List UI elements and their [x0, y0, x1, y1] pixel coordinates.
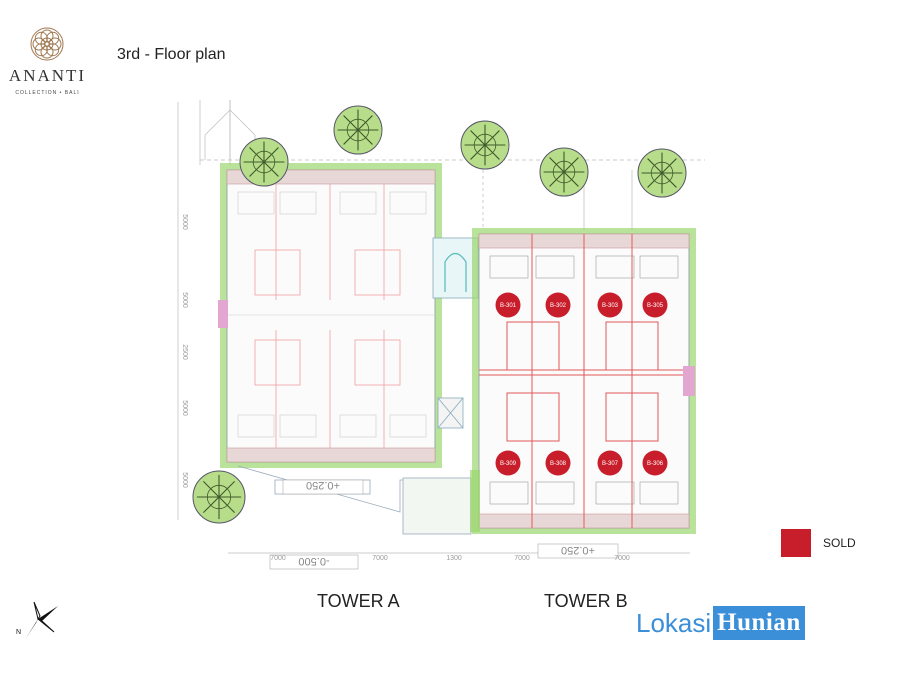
sold-unit-marker[interactable]: B-301 [495, 292, 521, 318]
brand-logo-icon [30, 27, 64, 61]
unit-label: B-303 [602, 303, 619, 309]
dimension-label: 1300 [446, 555, 462, 562]
dimension-label: 7000 [372, 555, 388, 562]
unit-label: B-302 [550, 303, 567, 309]
dimension-label: 7000 [514, 555, 530, 562]
unit-label: B-305 [647, 303, 664, 309]
brand-subtitle: COLLECTION • BALI [15, 90, 80, 96]
svg-text:N: N [16, 629, 21, 636]
dimension-label: 7000 [270, 555, 286, 562]
level-tag: +0.250 [561, 544, 595, 556]
tower-b-label: TOWER B [544, 591, 628, 611]
brand-name: ANANTI [8, 66, 87, 85]
unit-label: B-307 [602, 461, 619, 467]
tree-icon [192, 470, 246, 524]
compass-icon: N [16, 601, 58, 638]
dimension-label: 5000 [181, 400, 188, 416]
level-tag: +0.250 [306, 479, 340, 491]
level-tags [269, 479, 619, 570]
dimension-label: 5000 [181, 472, 188, 488]
dimension-label: 5000 [181, 292, 188, 308]
page-title: 3rd - Floor plan [117, 46, 226, 63]
tree-icon [333, 105, 383, 155]
sold-unit-marker[interactable]: B-306 [642, 450, 668, 476]
watermark: Lokasi Hunian [636, 606, 805, 640]
dimension-label: 2500 [181, 344, 188, 360]
sold-unit-marker[interactable]: B-308 [545, 450, 571, 476]
unit-label: B-301 [500, 303, 517, 309]
walkway [237, 465, 480, 535]
core-plan [432, 237, 479, 429]
watermark-part1: Lokasi [636, 608, 712, 638]
tower-b-plan [472, 228, 696, 534]
sold-unit-marker[interactable]: B-307 [597, 450, 623, 476]
sold-legend-label: SOLD [823, 536, 856, 550]
sold-unit-marker[interactable]: B-305 [642, 292, 668, 318]
watermark-part2: Hunian [713, 606, 805, 640]
unit-label: B-308 [550, 461, 567, 467]
dimension-label: 5000 [181, 214, 188, 230]
tower-a-label: TOWER A [317, 591, 400, 611]
tree-icon [239, 137, 289, 187]
tree-icon [637, 148, 687, 198]
sold-unit-marker[interactable]: B-302 [545, 292, 571, 318]
sold-unit-marker[interactable]: B-309 [495, 450, 521, 476]
tree-icon [539, 147, 589, 197]
unit-label: B-306 [647, 461, 664, 467]
sold-unit-marker[interactable]: B-303 [597, 292, 623, 318]
unit-label: B-309 [500, 461, 517, 467]
tree-icon [460, 120, 510, 170]
sold-legend-swatch [781, 529, 811, 557]
dimension-label: 7000 [614, 555, 630, 562]
tower-a-plan [218, 163, 442, 468]
level-tag: -0.500 [298, 555, 329, 567]
